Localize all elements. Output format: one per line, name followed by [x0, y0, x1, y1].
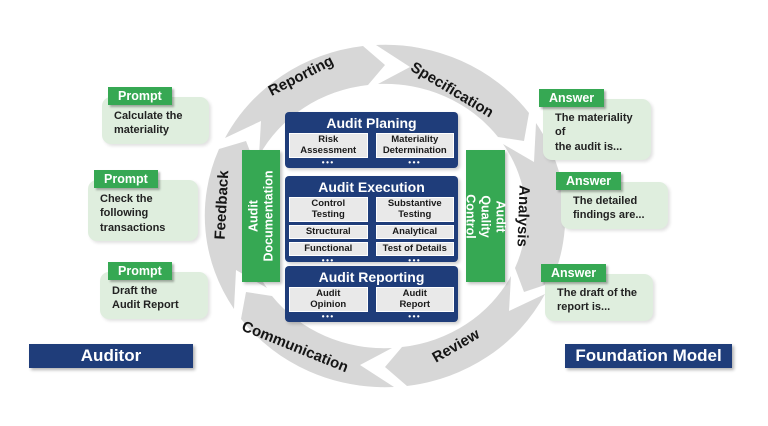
- process-cell-audit-opinion: Audit Opinion: [289, 287, 368, 312]
- audit-documentation-bar: Audit Documentation: [242, 150, 280, 282]
- ellipsis-dots: •••: [321, 158, 335, 167]
- process-cell-analytical: Analytical: [375, 225, 454, 239]
- audit-execution-title: Audit Execution: [318, 179, 425, 195]
- answer-text: The draft of the report is...: [545, 274, 653, 321]
- process-cell-structural: Structural: [289, 225, 368, 239]
- ellipsis-dots: •••: [321, 312, 335, 321]
- ring-label-feedback: Feedback: [211, 170, 233, 240]
- prompt-note-1: Prompt Calculate the materiality: [102, 87, 209, 144]
- ring-segment-reporting: [225, 46, 385, 156]
- process-cell-control-testing: Control Testing: [289, 197, 368, 222]
- prompt-tab: Prompt: [94, 170, 158, 188]
- audit-documentation-label: Audit Documentation: [246, 170, 276, 262]
- prompt-tab: Prompt: [108, 87, 172, 105]
- ring-segment-communication: [241, 292, 394, 388]
- audit-quality-control-label: Audit Quality Control: [464, 193, 508, 239]
- foundation-model-label: Foundation Model: [565, 344, 732, 368]
- audit-planning-box: Audit Planing Risk Assessment Materialit…: [285, 112, 458, 168]
- audit-planning-title: Audit Planing: [326, 115, 417, 131]
- prompt-note-3: Prompt Draft the Audit Report: [100, 262, 208, 319]
- answer-tab: Answer: [556, 172, 622, 190]
- audit-quality-control-bar: Audit Quality Control: [464, 150, 508, 282]
- process-cell-test-of-details: Test of Details: [375, 242, 454, 256]
- answer-tab: Answer: [541, 264, 607, 282]
- answer-text: The materiality of the audit is...: [543, 99, 651, 160]
- process-cell-materiality-determination: Materiality Determination: [375, 133, 454, 158]
- ring-segment-analysis: [503, 123, 566, 292]
- ellipsis-dots: •••: [321, 256, 335, 265]
- ellipsis-dots: •••: [408, 256, 422, 265]
- answer-note-2: Answer The detailed findings are...: [556, 172, 668, 229]
- ellipsis-dots: •••: [408, 312, 422, 321]
- process-cell-audit-report: Audit Report: [375, 287, 454, 312]
- prompt-note-2: Prompt Check the following transactions: [88, 170, 198, 241]
- process-cell-functional: Functional: [289, 242, 368, 256]
- audit-reporting-title: Audit Reporting: [318, 269, 425, 285]
- answer-note-1: Answer The materiality of the audit is..…: [539, 89, 651, 160]
- ring-segment-review: [385, 276, 545, 386]
- answer-tab: Answer: [539, 89, 605, 107]
- answer-note-3: Answer The draft of the report is...: [541, 264, 653, 321]
- prompt-text: Check the following transactions: [88, 180, 198, 241]
- ring-segment-specification: [376, 44, 529, 141]
- process-cell-substantive-testing: Substantive Testing: [375, 197, 454, 222]
- ellipsis-dots: •••: [408, 158, 422, 167]
- audit-execution-box: Audit Execution Control Testing Substant…: [285, 176, 458, 265]
- ring-label-analysis: Analysis: [513, 184, 533, 248]
- audit-reporting-box: Audit Reporting Audit Opinion Audit Repo…: [285, 266, 458, 322]
- prompt-tab: Prompt: [108, 262, 172, 280]
- process-cell-risk-assessment: Risk Assessment: [289, 133, 368, 158]
- auditor-label: Auditor: [29, 344, 193, 368]
